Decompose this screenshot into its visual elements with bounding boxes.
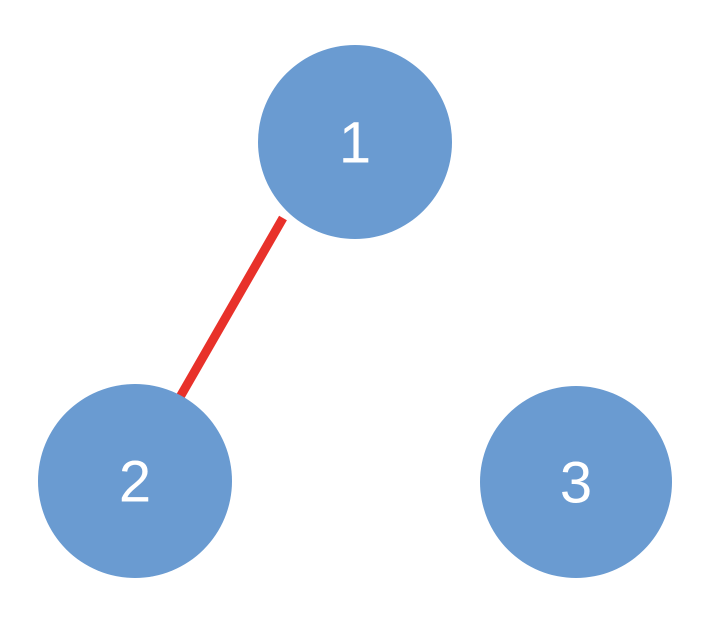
node-circle[interactable] [480, 386, 672, 578]
node-circle[interactable] [258, 45, 452, 239]
graph-node[interactable]: 2 [38, 384, 232, 578]
node-label: 2 [119, 450, 151, 515]
graph-node[interactable]: 3 [480, 386, 672, 578]
nodes-layer: 1 2 3 [38, 45, 672, 578]
node-circle[interactable] [38, 384, 232, 578]
edges-layer [176, 215, 287, 400]
node-label: 3 [560, 451, 592, 516]
node-label: 1 [339, 111, 371, 176]
graph-edge[interactable] [176, 215, 287, 400]
graph-node[interactable]: 1 [258, 45, 452, 239]
